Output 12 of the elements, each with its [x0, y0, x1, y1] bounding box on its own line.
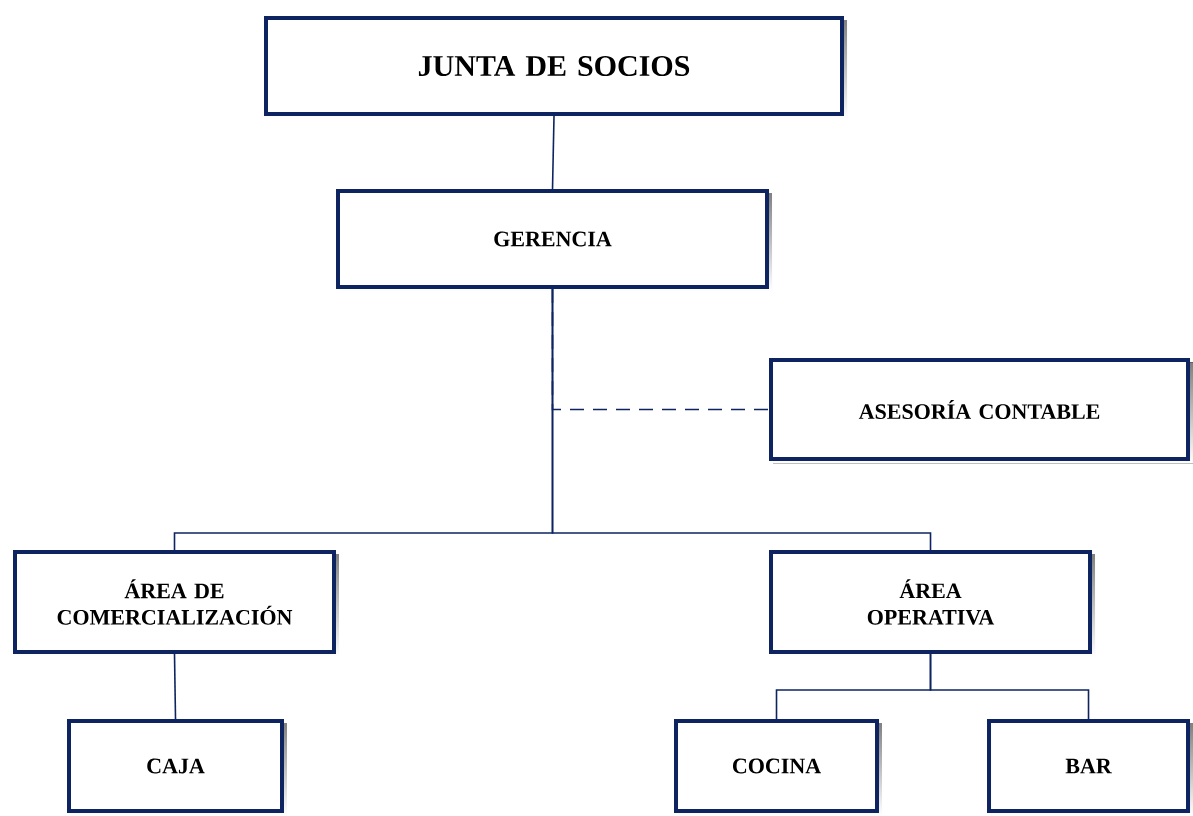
org-box: ÁREA OPERATIVA: [769, 550, 1095, 657]
connector-line: [173, 653, 177, 720]
org-box: GERENCIA: [336, 189, 772, 292]
org-box: COCINA: [674, 719, 882, 816]
org-box: BAR: [987, 719, 1193, 816]
connector-line: [929, 653, 1090, 720]
org-box: ASESORÍA CONTABLE: [769, 358, 1193, 464]
connector-line: [551, 288, 932, 551]
org-box: CAJA: [67, 719, 287, 816]
org-box: ÁREA DE COMERCIALIZACIÓN: [13, 550, 339, 657]
org-box: JUNTA DE SOCIOS: [264, 16, 847, 119]
connector-line: [551, 115, 555, 190]
